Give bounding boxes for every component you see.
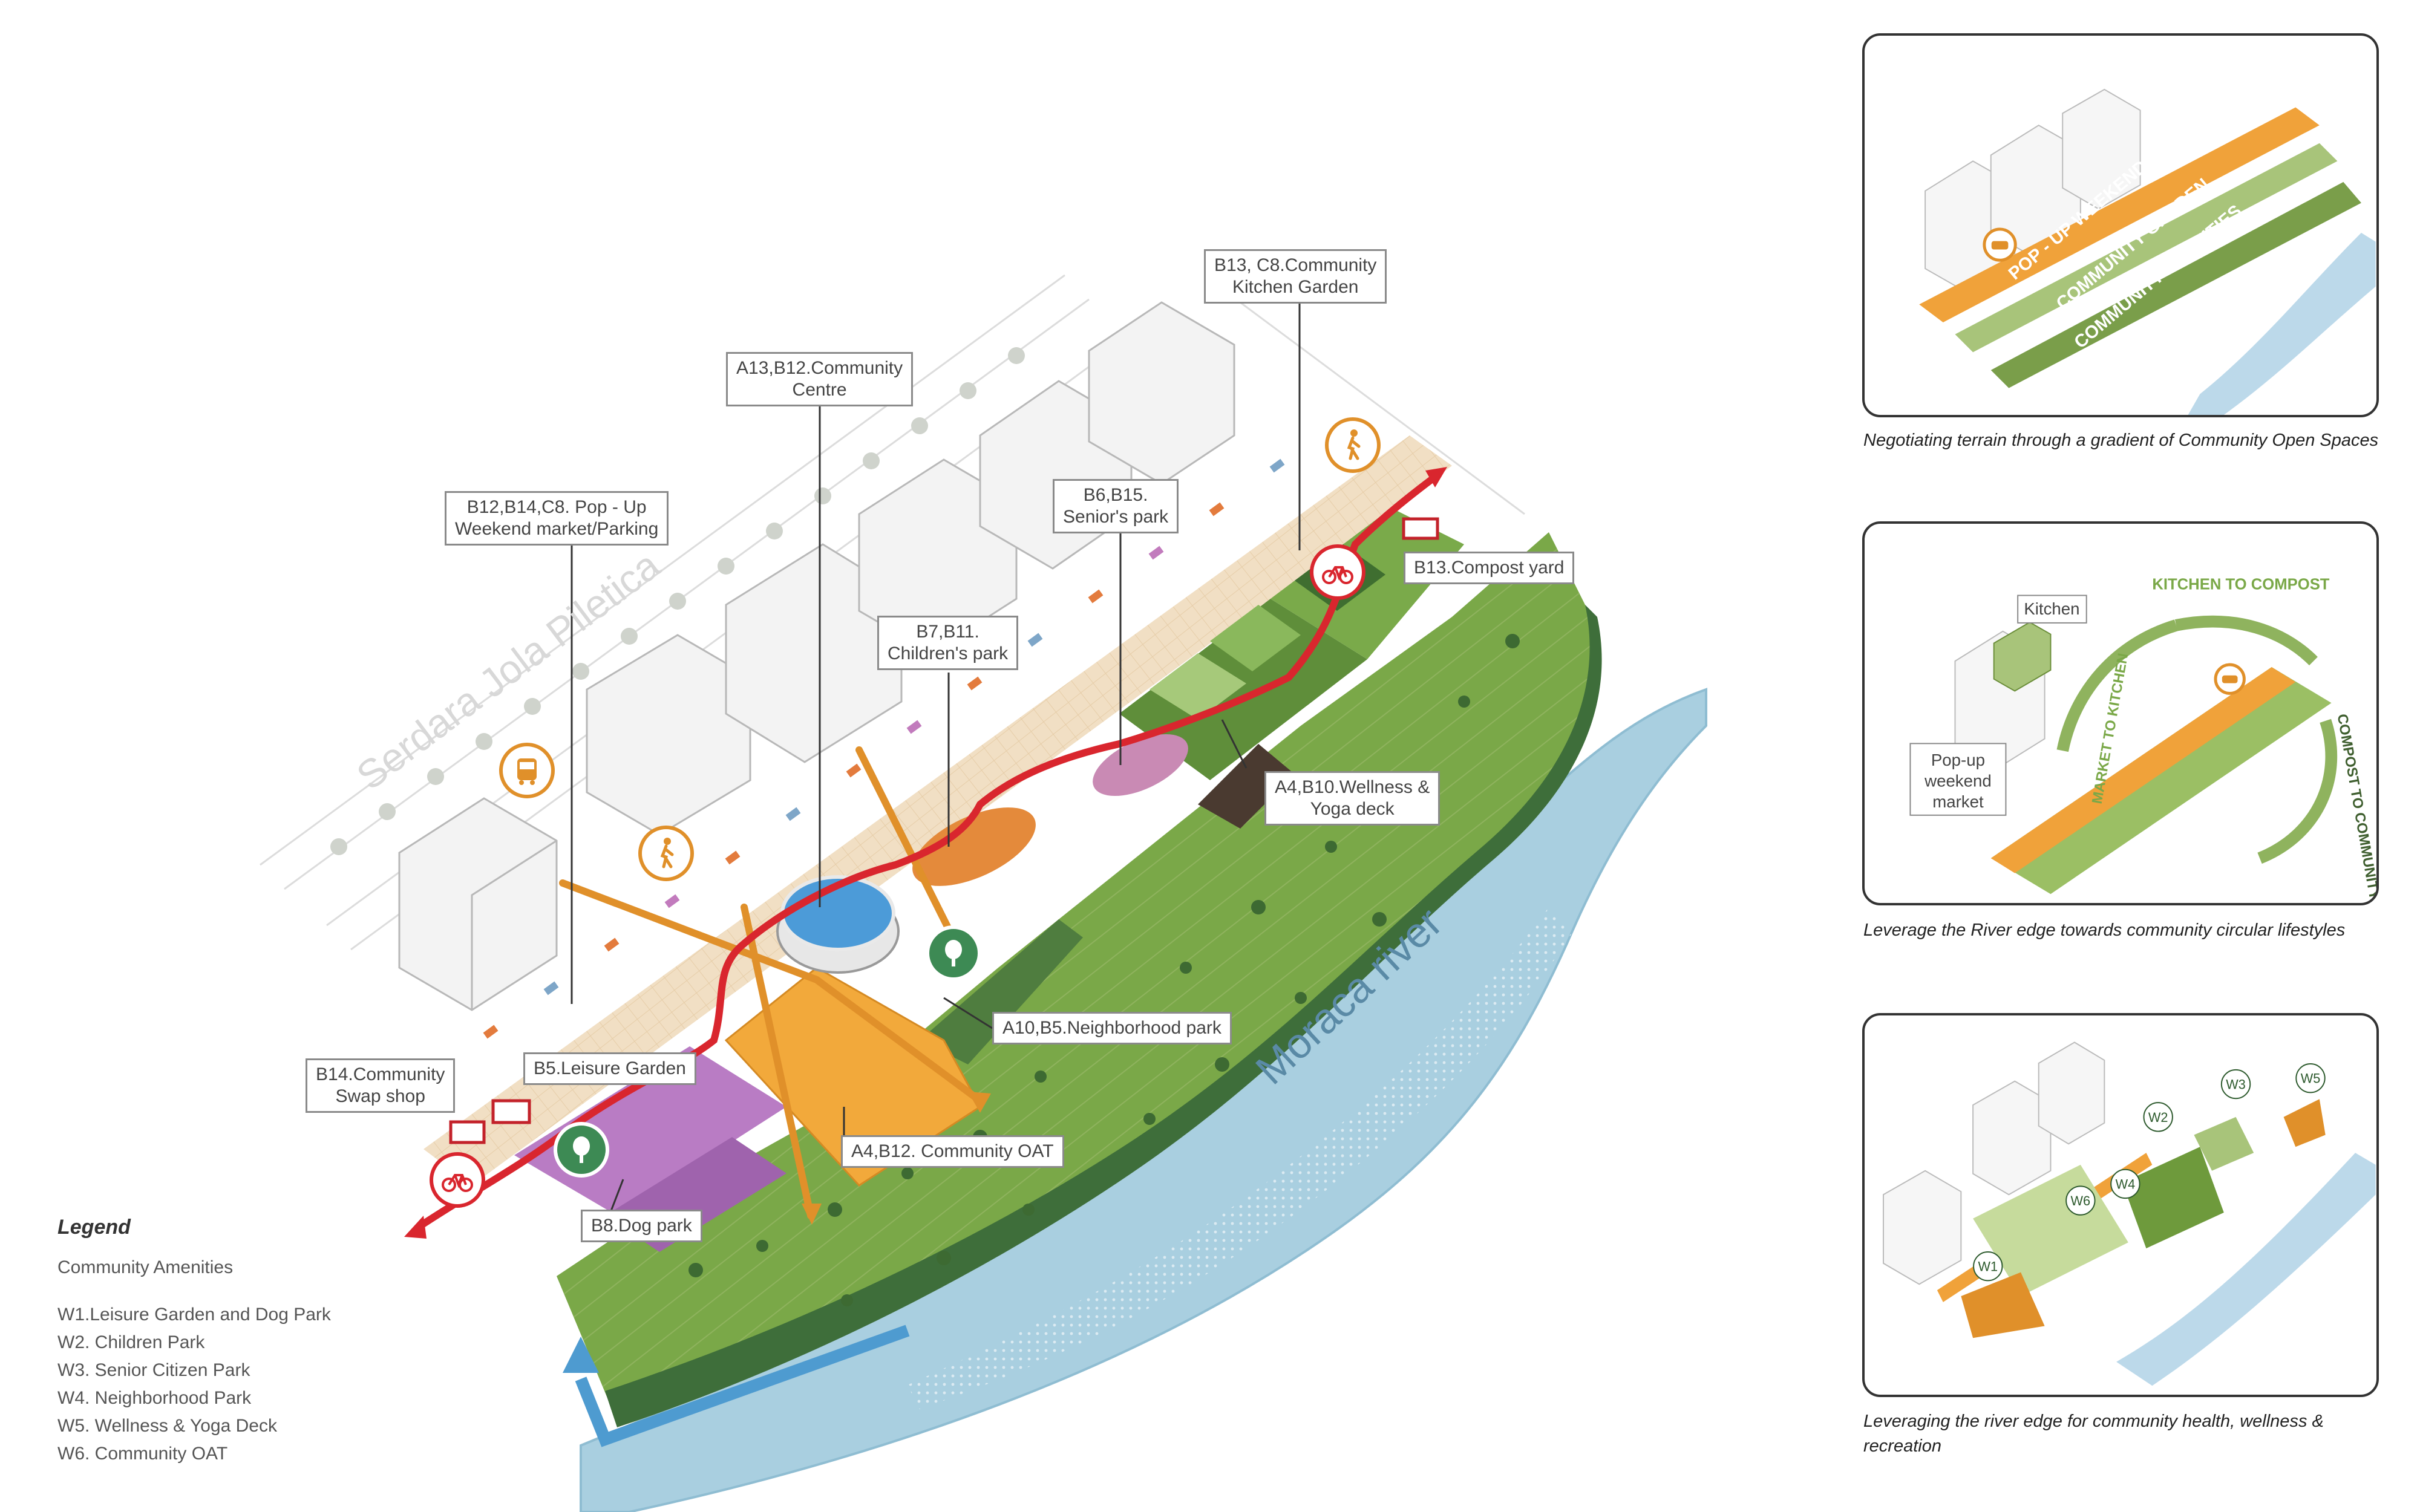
bus-icon xyxy=(499,743,555,798)
kitchen-label-box xyxy=(2017,595,2087,624)
panel-2-caption: Leverage the River edge towards communit… xyxy=(1863,921,2346,940)
panel-circular-lifestyles: Kitchen Pop-up weekend market KITCHEN TO… xyxy=(1862,521,2379,905)
label-leisure-garden: B5.Leisure Garden xyxy=(523,1052,696,1085)
panel-1-diagram: POP - UP WEEKEND MARKET COMMUNITY GARDEN… xyxy=(1919,88,2376,415)
cycling-route xyxy=(414,474,1437,1231)
marker-w6: W6 xyxy=(2071,1193,2091,1208)
marker-w5: W5 xyxy=(2301,1071,2321,1086)
label-dog-park: B8.Dog park xyxy=(581,1210,702,1242)
river-flow-arrow xyxy=(575,1325,910,1447)
main-axonometric-diagram xyxy=(260,274,1707,1512)
neighborhood-park-area xyxy=(920,919,1083,1064)
market-stalls xyxy=(483,458,1285,1039)
street-trees xyxy=(330,347,1025,855)
market-label-line: Pop-up xyxy=(1931,751,1985,769)
river-shallows xyxy=(908,907,1573,1409)
legend-subtitle: Community Amenities xyxy=(57,1257,234,1277)
label-wellness-deck: A4,B10.Wellness & Yoga deck xyxy=(1264,771,1441,826)
panel-health-wellness: W1 W2 W3 W4 W5 W6 xyxy=(1862,1013,2379,1397)
label-compost-yard: B13.Compost yard xyxy=(1404,552,1575,584)
legend-item: W3. Senior Citizen Park xyxy=(57,1360,250,1380)
cycle-compost-to-garden: COMPOST TO COMMUNITY GARDEN xyxy=(2334,712,2376,903)
market-label-box xyxy=(1909,743,2007,816)
market-label-line: market xyxy=(1932,792,1984,811)
pedestrian-icon xyxy=(1325,417,1381,473)
label-swap-shop: B14.Community Swap shop xyxy=(306,1058,456,1113)
seniors-park xyxy=(1093,734,1188,797)
yoga-deck xyxy=(1198,744,1295,829)
tree-icon xyxy=(554,1122,609,1178)
legend-item: W1.Leisure Garden and Dog Park xyxy=(57,1305,331,1325)
panel-2-diagram: Kitchen Pop-up weekend market KITCHEN TO… xyxy=(1909,576,2376,903)
label-community-kitchen-garden: B13, C8.Community Kitchen Garden xyxy=(1204,249,1387,304)
legend-item: W2. Children Park xyxy=(57,1332,205,1352)
community-oat xyxy=(724,966,981,1187)
promenade xyxy=(424,435,1452,1185)
childrens-park xyxy=(912,807,1036,886)
pedestrian-icon xyxy=(638,826,694,881)
panel-3-diagram: W1 W2 W3 W4 W5 W6 xyxy=(1883,1041,2376,1386)
cycling-route-arrow-start xyxy=(404,1216,427,1239)
label-popup-market: B12,B14,C8. Pop - Up Weekend market/Park… xyxy=(445,491,669,546)
marker-w4: W4 xyxy=(2116,1176,2136,1191)
label-community-centre: A13,B12.Community Centre xyxy=(726,352,914,406)
river-flow-arrowhead xyxy=(563,1337,599,1373)
legend-item: W5. Wellness & Yoga Deck xyxy=(57,1416,277,1436)
kiosks xyxy=(449,517,1439,1144)
panel-3-caption: Leveraging the river edge for community … xyxy=(1863,1412,2324,1456)
marker-w2: W2 xyxy=(2148,1110,2168,1125)
bicycle-icon xyxy=(1310,544,1365,600)
legend: Legend Community Amenities W1.Leisure Ga… xyxy=(57,1216,481,1468)
path-arrowheads xyxy=(802,1092,991,1225)
legend-title: Legend xyxy=(57,1216,131,1239)
legend-item: W4. Neighborhood Park xyxy=(57,1388,252,1408)
label-seniors-park: B6,B15. Senior's park xyxy=(1053,479,1179,533)
tree-icon xyxy=(926,925,981,981)
legend-item: W6. Community OAT xyxy=(57,1444,228,1464)
cycle-kitchen-to-compost: KITCHEN TO COMPOST xyxy=(2152,576,2329,593)
marker-w3: W3 xyxy=(2226,1077,2246,1092)
cycling-route-arrow-end xyxy=(1425,467,1447,487)
buildings xyxy=(398,301,1235,1011)
market-label-line: weekend xyxy=(1924,771,1992,790)
label-childrens-park: B7,B11. Children's park xyxy=(877,616,1019,670)
terrain-contours xyxy=(557,532,1592,1421)
panel-gradient-open-spaces: POP - UP WEEKEND MARKET COMMUNITY GARDEN… xyxy=(1862,33,2379,417)
kitchen-label: Kitchen xyxy=(2024,599,2079,618)
label-neighborhood-park: A10,B5.Neighborhood park xyxy=(992,1012,1232,1044)
bicycle-icon xyxy=(430,1152,485,1208)
label-community-oat: A4,B12. Community OAT xyxy=(841,1135,1064,1168)
marker-w1: W1 xyxy=(1978,1259,1998,1274)
panel-1-caption: Negotiating terrain through a gradient o… xyxy=(1863,431,2379,450)
